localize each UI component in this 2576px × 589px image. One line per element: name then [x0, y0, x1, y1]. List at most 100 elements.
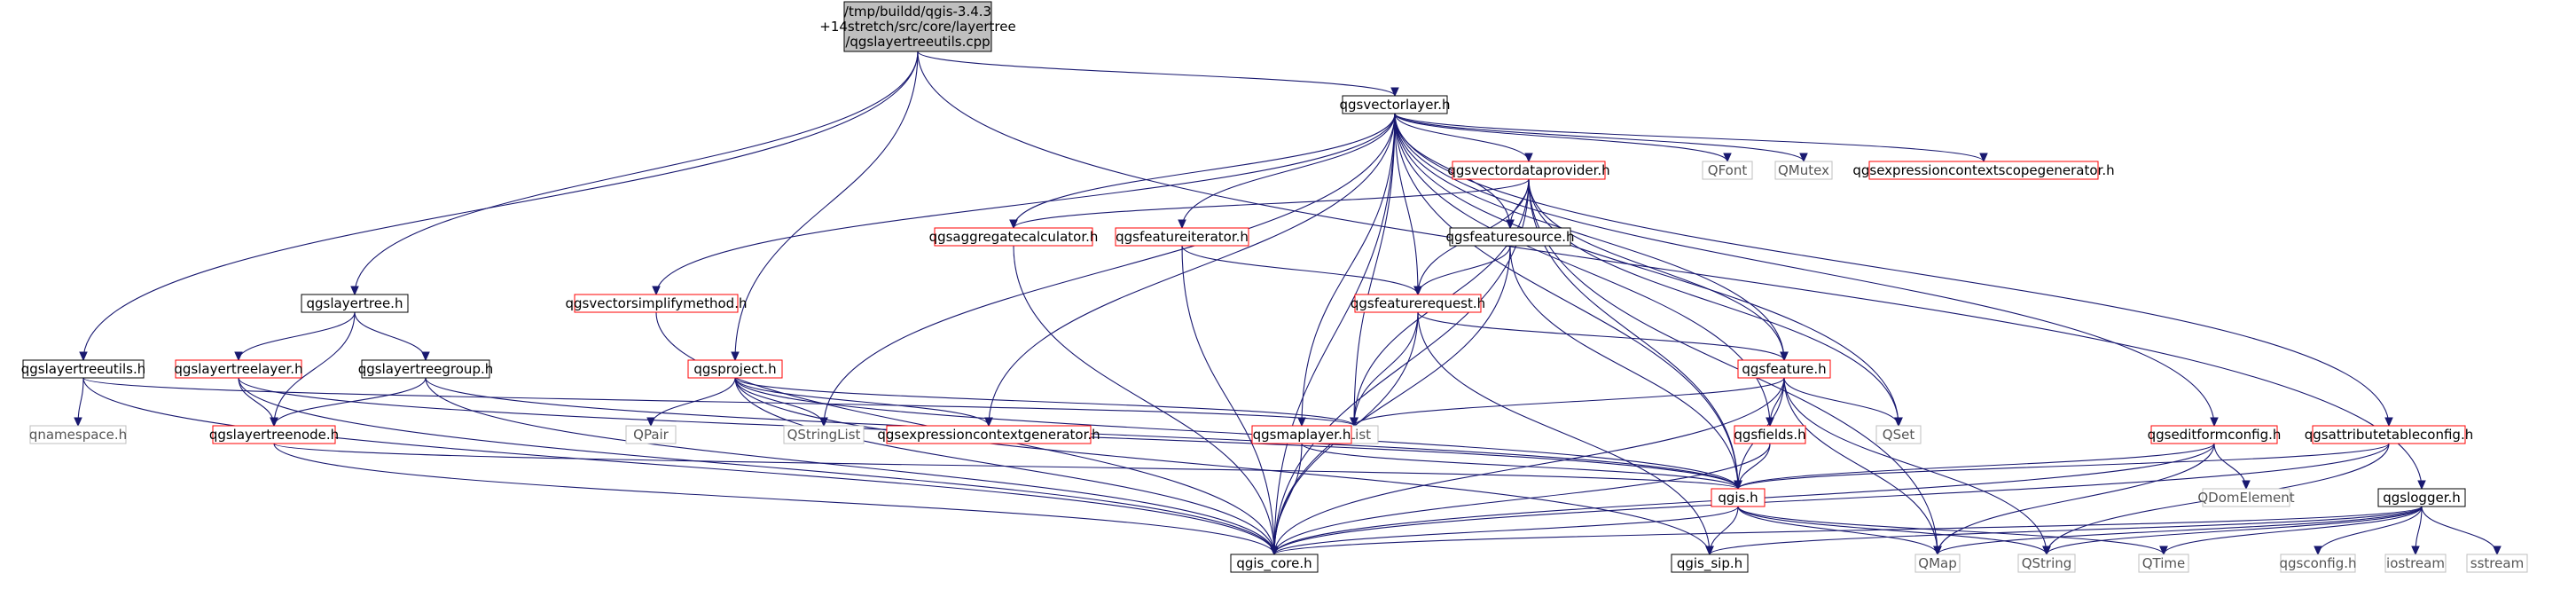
- node-featreq[interactable]: qgsfeaturerequest.h: [1351, 294, 1485, 313]
- node-attrtable[interactable]: qgsattributetableconfig.h: [2305, 425, 2473, 444]
- node-qgsconfig: qgsconfig.h: [2279, 554, 2357, 573]
- edge-vlayer-to-qmutex: [1394, 113, 1805, 162]
- node-ltnode[interactable]: qgslayertreenode.h: [209, 425, 339, 444]
- edge-logger-to-qmap: [1937, 506, 2423, 555]
- node-label-qdom: QDomElement: [2197, 490, 2294, 506]
- edge-vlayer-to-ectxscopegen: [1394, 113, 1985, 162]
- arrowhead-layertree-to-ltgroup: [421, 351, 430, 362]
- edge-attrtable-to-qgscore: [1273, 443, 2390, 555]
- node-qgissip[interactable]: qgis_sip.h: [1671, 554, 1749, 573]
- node-box-editform: [2150, 425, 2278, 444]
- node-box-qtime: [2138, 554, 2189, 573]
- node-featsource[interactable]: qgsfeaturesource.h: [1445, 227, 1575, 247]
- edge-mapl-to-qgis: [1301, 443, 1739, 490]
- edge-vlayer-to-fields: [1394, 113, 1771, 427]
- node-label-attrtable: qgsattributetableconfig.h: [2305, 427, 2473, 443]
- node-label-ltutils: qgslayertreeutils.h: [21, 361, 145, 377]
- edge-fields-to-qgscore: [1273, 443, 1771, 555]
- edge-vlayer-to-feature: [1394, 113, 1785, 361]
- node-box-ltlayer: [175, 359, 302, 379]
- arrowhead-root-to-project: [731, 351, 740, 362]
- edge-vdp-to-aggcalc: [1013, 178, 1530, 229]
- node-label-ltnode: qgslayertreenode.h: [209, 427, 339, 443]
- edge-ltgroup-to-qgscore: [425, 377, 1275, 555]
- node-label-ectxscopegen: qgsexpressioncontextscopegenerator.h: [1852, 162, 2114, 178]
- edge-vlayer-to-qfont: [1394, 113, 1728, 162]
- edge-logger-to-qgsconfig: [2317, 506, 2423, 555]
- arrowhead-featsource-to-featreq: [1413, 286, 1422, 296]
- node-label-qgscore: qgis_core.h: [1236, 555, 1311, 572]
- arrowhead-ltutils-to-qnamespace: [74, 417, 82, 428]
- edge-project-to-qgscore: [734, 377, 1275, 555]
- node-label-editform: qgseditformconfig.h: [2148, 427, 2282, 443]
- node-label-featreq: qgsfeaturerequest.h: [1351, 295, 1485, 311]
- arrowhead-logger-to-sstream: [2493, 546, 2502, 556]
- arrowhead-logger-to-iostream: [2411, 546, 2420, 556]
- node-qgscore[interactable]: qgis_core.h: [1230, 554, 1319, 573]
- node-label-simplify: qgsvectorsimplifymethod.h: [566, 295, 748, 311]
- node-exprctxgen[interactable]: qgsexpressioncontextgenerator.h: [877, 425, 1100, 444]
- node-box-project: [687, 359, 783, 379]
- node-label-iostream: iostream: [2386, 555, 2445, 571]
- node-box-qstring: [2017, 554, 2076, 573]
- edge-root-to-layertree: [354, 51, 919, 295]
- node-ltlayer[interactable]: qgslayertreelayer.h: [174, 359, 303, 379]
- node-qpair: QPair: [625, 425, 677, 444]
- arrowhead-vlayer-to-attrtable: [2384, 417, 2393, 428]
- node-label-vlayer: qgsvectorlayer.h: [1340, 97, 1451, 113]
- edge-ltnode-to-qgscore: [273, 443, 1275, 555]
- edge-vlayer-to-qset: [1394, 113, 1899, 427]
- edge-qgis-to-qgscore: [1273, 506, 1739, 555]
- node-vlayer[interactable]: qgsvectorlayer.h: [1340, 95, 1451, 114]
- node-ltgroup[interactable]: qgslayertreegroup.h: [358, 359, 494, 379]
- node-editform[interactable]: qgseditformconfig.h: [2148, 425, 2282, 444]
- node-mapl[interactable]: qgsmaplayer.h: [1251, 425, 1352, 444]
- edge-vdp-to-feature: [1528, 178, 1785, 361]
- node-box-qfont: [1702, 161, 1753, 180]
- node-label-mapl: qgsmaplayer.h: [1253, 427, 1351, 443]
- node-simplify[interactable]: qgsvectorsimplifymethod.h: [566, 294, 748, 313]
- arrowhead-project-to-qpair: [646, 417, 655, 428]
- node-label-featsource: qgsfeaturesource.h: [1445, 229, 1574, 245]
- arrowhead-vlayer-to-editform: [2210, 417, 2219, 428]
- node-ectxscopegen[interactable]: qgsexpressioncontextscopegenerator.h: [1852, 161, 2115, 180]
- node-qstring: QString: [2017, 554, 2076, 573]
- node-ltutils[interactable]: qgslayertreeutils.h: [21, 359, 145, 379]
- arrowhead-feature-to-qset: [1894, 417, 1903, 428]
- node-qtime: QTime: [2138, 554, 2189, 573]
- arrowhead-vlayer-to-qstringlist: [819, 417, 828, 428]
- edge-featiter-to-featreq: [1181, 245, 1419, 295]
- edge-vlayer-to-mapl: [1301, 113, 1396, 427]
- node-qgis[interactable]: qgis.h: [1711, 488, 1766, 507]
- node-box-qmap: [1914, 554, 1961, 573]
- edge-project-to-exprctxgen: [734, 377, 990, 427]
- node-box-attrtable: [2312, 425, 2466, 444]
- arrowhead-vlayer-to-qmutex: [1799, 153, 1808, 163]
- node-qfont: QFont: [1702, 161, 1753, 180]
- node-feature[interactable]: qgsfeature.h: [1737, 359, 1831, 379]
- arrowhead-feature-to-qlist: [1350, 417, 1358, 428]
- node-vdp[interactable]: qgsvectordataprovider.h: [1447, 161, 1610, 180]
- node-box-logger: [2377, 488, 2466, 507]
- node-logger[interactable]: qgslogger.h: [2377, 488, 2466, 507]
- edge-ltlayer-to-qgscore: [238, 377, 1275, 555]
- node-box-featsource: [1449, 227, 1571, 247]
- node-label-project: qgsproject.h: [693, 361, 776, 377]
- edge-logger-to-qgissip: [1709, 506, 2423, 555]
- node-box-qnamespace: [29, 425, 127, 444]
- edge-vlayer-to-simplify: [655, 113, 1396, 295]
- node-featiter[interactable]: qgsfeatureiterator.h: [1115, 227, 1249, 247]
- node-label-qmap: QMap: [1918, 555, 1956, 571]
- node-root: /tmp/buildd/qgis-3.4.3+14stretch/src/cor…: [819, 1, 1016, 52]
- node-aggcalc[interactable]: qgsaggregatecalculator.h: [929, 227, 1099, 247]
- node-label-qset: QSet: [1883, 427, 1915, 443]
- arrowhead-vdp-to-featsource: [1506, 219, 1515, 230]
- node-project[interactable]: qgsproject.h: [687, 359, 783, 379]
- edge-vdp-to-qmap: [1528, 178, 1938, 555]
- node-fields[interactable]: qgsfields.h: [1734, 425, 1806, 444]
- node-layertree[interactable]: qgslayertree.h: [301, 294, 409, 313]
- node-box-aggcalc: [934, 227, 1093, 247]
- node-box-qgscore: [1230, 554, 1319, 573]
- edge-vdp-to-qset: [1528, 178, 1899, 427]
